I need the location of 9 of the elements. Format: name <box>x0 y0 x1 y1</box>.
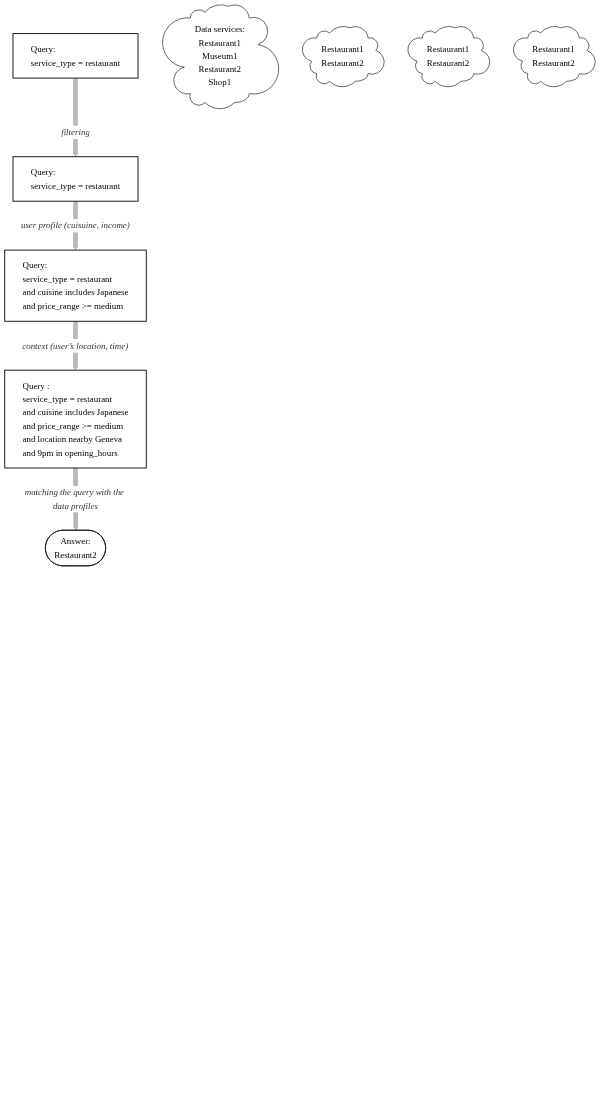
node-box: Query: service_type = restaurant <box>12 33 139 79</box>
arrow <box>72 78 79 157</box>
edge-label: matching the query with the data profiles <box>24 487 125 511</box>
node-box: Query: service_type = restaurant and cuisine includes Japanese and price_range >= medium <box>4 249 147 322</box>
edge-label: user profile (cuisuine, income) <box>20 220 130 231</box>
edge-label: context (user’s location, time) <box>22 340 129 351</box>
node-box: Query: service_type = restaurant <box>12 156 139 202</box>
node-box: Query : service_type = restaurant and cuisine includes Japanese and price_range >= medium and location nearby Geneva and 9pm in opening_hours <box>4 369 147 469</box>
edge-label: filtering <box>61 127 90 137</box>
